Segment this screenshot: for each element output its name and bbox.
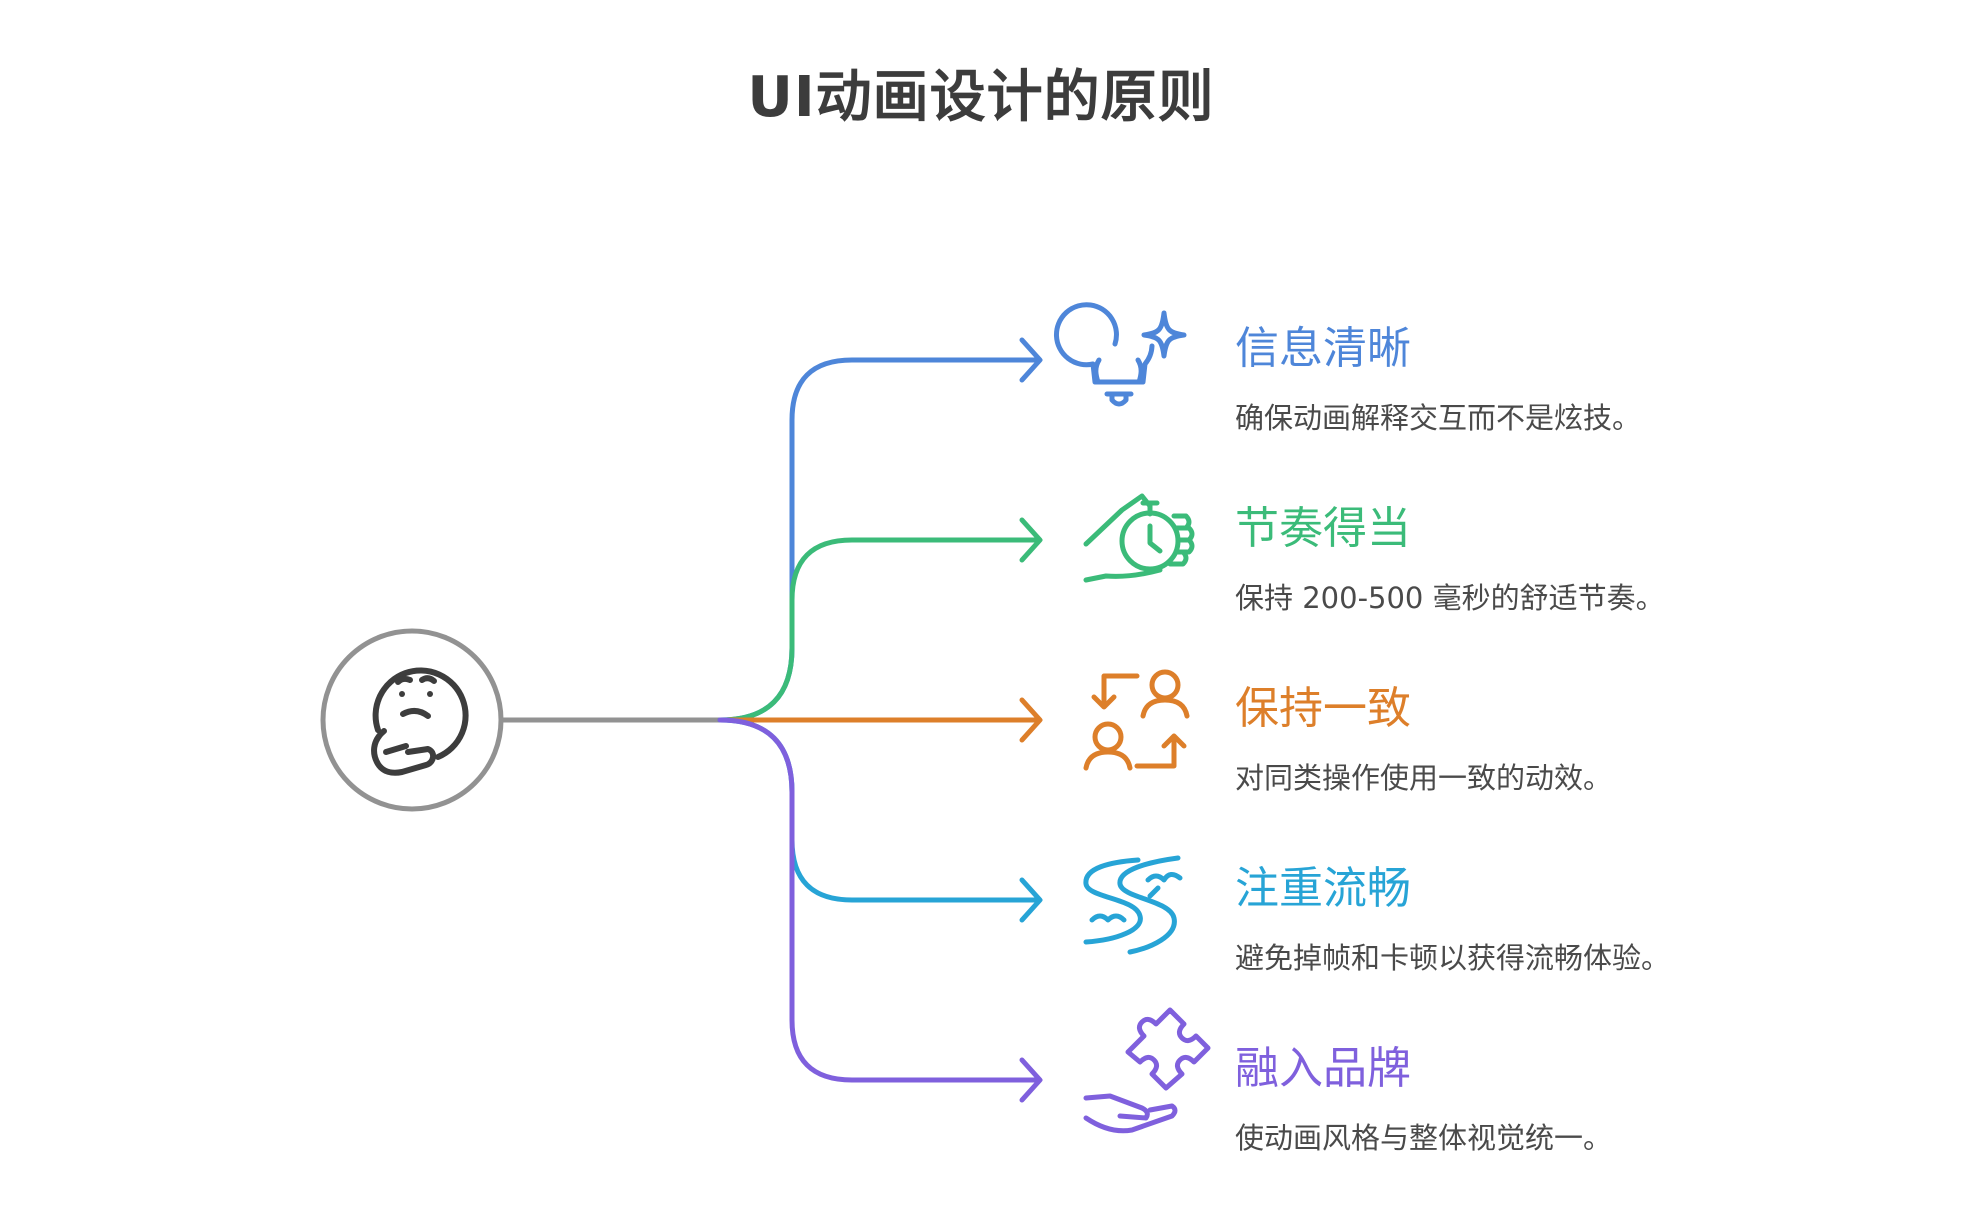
principle-description-brand: 使动画风格与整体视觉统一。 xyxy=(1235,1121,1613,1155)
principle-description-clarity: 确保动画解释交互而不是炫技。 xyxy=(1235,401,1642,435)
arrow-head-brand xyxy=(1019,1057,1043,1103)
principle-heading-brand: 融入品牌 xyxy=(1235,1043,1411,1094)
thinking-face-icon xyxy=(371,667,469,776)
principle-description-rhythm: 保持 200-500 毫秒的舒适节奏。 xyxy=(1235,581,1665,615)
hand-stopwatch-icon xyxy=(1083,493,1195,583)
branch-connectors xyxy=(717,337,1043,1103)
branch-brand xyxy=(717,717,1041,1083)
principle-description-smoothness: 避免掉帧和卡顿以获得流畅体验。 xyxy=(1235,941,1671,975)
branch-rhythm xyxy=(717,537,1041,723)
arrow-head-clarity xyxy=(1019,337,1043,383)
principle-description-consistency: 对同类操作使用一致的动效。 xyxy=(1235,761,1613,795)
lightbulb-sparkle-icon xyxy=(1053,302,1187,407)
user-swap-icon xyxy=(1083,669,1190,771)
hand-puzzle-icon xyxy=(1083,1007,1211,1134)
principle-heading-rhythm: 节奏得当 xyxy=(1235,503,1411,554)
center-node xyxy=(320,628,504,812)
river-icon xyxy=(1083,855,1183,955)
arrow-head-consistency xyxy=(1019,697,1043,743)
arrow-head-rhythm xyxy=(1019,517,1043,563)
branch-smoothness xyxy=(717,717,1041,903)
principle-heading-clarity: 信息清晰 xyxy=(1235,323,1411,374)
arrow-head-smoothness xyxy=(1019,877,1043,923)
page-title: UI动画设计的原则 xyxy=(747,65,1215,130)
principle-heading-smoothness: 注重流畅 xyxy=(1235,863,1411,914)
principle-heading-consistency: 保持一致 xyxy=(1235,683,1411,734)
